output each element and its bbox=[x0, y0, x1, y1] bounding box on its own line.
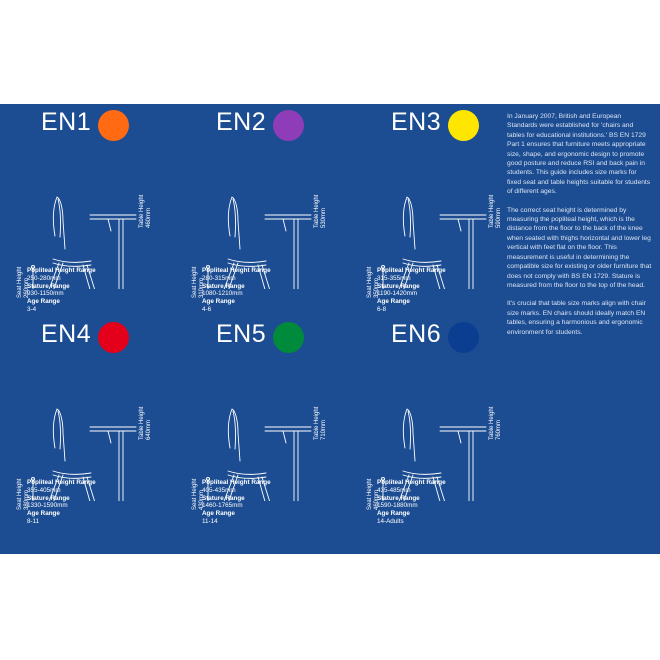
stature-value: 1590-1880mm bbox=[377, 502, 418, 510]
age-value: 4-6 bbox=[202, 305, 212, 313]
size-mark-title: EN3 bbox=[391, 108, 442, 136]
table-outline bbox=[439, 426, 487, 501]
chair-table-diagram bbox=[30, 196, 137, 289]
chair-outline bbox=[48, 196, 96, 289]
age-label: Age Range bbox=[377, 510, 410, 518]
table-outline bbox=[89, 426, 137, 501]
popliteal-value: 355-405mm bbox=[27, 486, 61, 494]
seat-height-marker bbox=[380, 476, 386, 501]
size-mark-title: EN6 bbox=[391, 320, 442, 348]
table-outline bbox=[264, 214, 312, 289]
seat-height-marker bbox=[205, 476, 211, 501]
stature-label: Stature Range bbox=[202, 282, 245, 290]
description-paragraph-3: It's crucial that table size marks align… bbox=[507, 300, 646, 336]
table-outline bbox=[264, 426, 312, 501]
popliteal-label: Popliteal Height Range bbox=[202, 267, 271, 274]
size-mark-specs: Popliteal Height Range 280-315mm Stature… bbox=[202, 267, 271, 314]
size-mark-specs: Popliteal Height Range 250-280mm Stature… bbox=[27, 267, 96, 314]
size-mark-cell-en5: EN5 bbox=[180, 316, 348, 540]
stature-label: Stature Range bbox=[202, 494, 245, 502]
stature-value: 930-1150mm bbox=[27, 290, 64, 298]
popliteal-label: Popliteal Height Range bbox=[27, 479, 96, 486]
popliteal-label: Popliteal Height Range bbox=[377, 267, 446, 274]
age-label: Age Range bbox=[202, 298, 235, 306]
popliteal-label: Popliteal Height Range bbox=[377, 479, 446, 486]
age-value: 11-14 bbox=[202, 517, 218, 525]
table-height-label: Table Height 530mm bbox=[314, 194, 327, 228]
age-label: Age Range bbox=[27, 298, 60, 306]
popliteal-label: Popliteal Height Range bbox=[202, 479, 271, 486]
table-height-label: Table Height 760mm bbox=[489, 406, 502, 440]
seat-height-marker bbox=[380, 264, 386, 289]
age-label: Age Range bbox=[377, 298, 410, 306]
table-height-label: Table Height 710mm bbox=[314, 406, 327, 440]
popliteal-value: 250-280mm bbox=[27, 274, 61, 282]
chair-table-diagram bbox=[30, 408, 137, 501]
table-height-label: Table Height 590mm bbox=[489, 194, 502, 228]
size-mark-color-dot bbox=[98, 110, 129, 141]
size-mark-cell-en2: EN2 bbox=[180, 104, 348, 328]
size-mark-title: EN2 bbox=[216, 108, 267, 136]
size-mark-specs: Popliteal Height Range 435-485mm Stature… bbox=[377, 479, 446, 526]
chair-outline bbox=[398, 408, 446, 501]
chair-table-diagram bbox=[205, 408, 312, 501]
popliteal-value: 280-315mm bbox=[202, 274, 236, 282]
age-value: 6-8 bbox=[377, 305, 387, 313]
table-height-label: Table Height 460mm bbox=[139, 194, 152, 228]
popliteal-value: 405-435mm bbox=[202, 486, 236, 494]
size-mark-cell-en3: EN3 bbox=[355, 104, 523, 328]
age-label: Age Range bbox=[27, 510, 60, 518]
seat-height-marker bbox=[30, 476, 36, 501]
size-mark-color-dot bbox=[273, 322, 304, 353]
chair-outline bbox=[398, 196, 446, 289]
chair-table-diagram bbox=[380, 196, 487, 289]
size-mark-title: EN5 bbox=[216, 320, 267, 348]
stature-label: Stature Range bbox=[377, 494, 420, 502]
chair-outline bbox=[223, 196, 271, 289]
stature-value: 1460-1765mm bbox=[202, 502, 243, 510]
table-outline bbox=[439, 214, 487, 289]
seat-height-marker bbox=[30, 264, 36, 289]
age-value: 14-Adults bbox=[377, 517, 404, 525]
seat-height-marker bbox=[205, 264, 211, 289]
size-mark-title: EN4 bbox=[41, 320, 92, 348]
popliteal-value: 435-485mm bbox=[377, 486, 411, 494]
age-label: Age Range bbox=[202, 510, 235, 518]
table-height-label: Table Height 640mm bbox=[139, 406, 152, 440]
popliteal-label: Popliteal Height Range bbox=[27, 267, 96, 274]
description-paragraph-2: The correct seat height is determined by… bbox=[507, 206, 652, 289]
chair-table-diagram bbox=[205, 196, 312, 289]
size-mark-specs: Popliteal Height Range 405-435mm Stature… bbox=[202, 479, 271, 526]
age-value: 8-11 bbox=[27, 517, 40, 525]
stature-label: Stature Range bbox=[377, 282, 420, 290]
stature-label: Stature Range bbox=[27, 282, 70, 290]
description-paragraph-1: In January 2007, British and European St… bbox=[507, 113, 651, 196]
size-mark-color-dot bbox=[98, 322, 129, 353]
size-guide-panel: In January 2007, British and European St… bbox=[0, 104, 660, 554]
stature-value: 1330-1590mm bbox=[27, 502, 68, 510]
chair-table-diagram bbox=[380, 408, 487, 501]
size-mark-color-dot bbox=[273, 110, 304, 141]
size-mark-color-dot bbox=[448, 110, 479, 141]
description-column: In January 2007, British and European St… bbox=[507, 112, 652, 346]
stature-value: 1190-1420mm bbox=[377, 290, 418, 298]
size-mark-cell-en1: EN1 bbox=[5, 104, 173, 328]
size-mark-cell-en4: EN4 bbox=[5, 316, 173, 540]
size-mark-title: EN1 bbox=[41, 108, 92, 136]
stature-label: Stature Range bbox=[27, 494, 70, 502]
size-mark-cell-en6: EN6 bbox=[355, 316, 523, 540]
stature-value: 1080-1210mm bbox=[202, 290, 243, 298]
age-value: 3-4 bbox=[27, 305, 37, 313]
size-mark-specs: Popliteal Height Range 315-355mm Stature… bbox=[377, 267, 446, 314]
popliteal-value: 315-355mm bbox=[377, 274, 411, 282]
size-mark-specs: Popliteal Height Range 355-405mm Stature… bbox=[27, 479, 96, 526]
chair-outline bbox=[223, 408, 271, 501]
table-outline bbox=[89, 214, 137, 289]
size-mark-color-dot bbox=[448, 322, 479, 353]
chair-outline bbox=[48, 408, 96, 501]
